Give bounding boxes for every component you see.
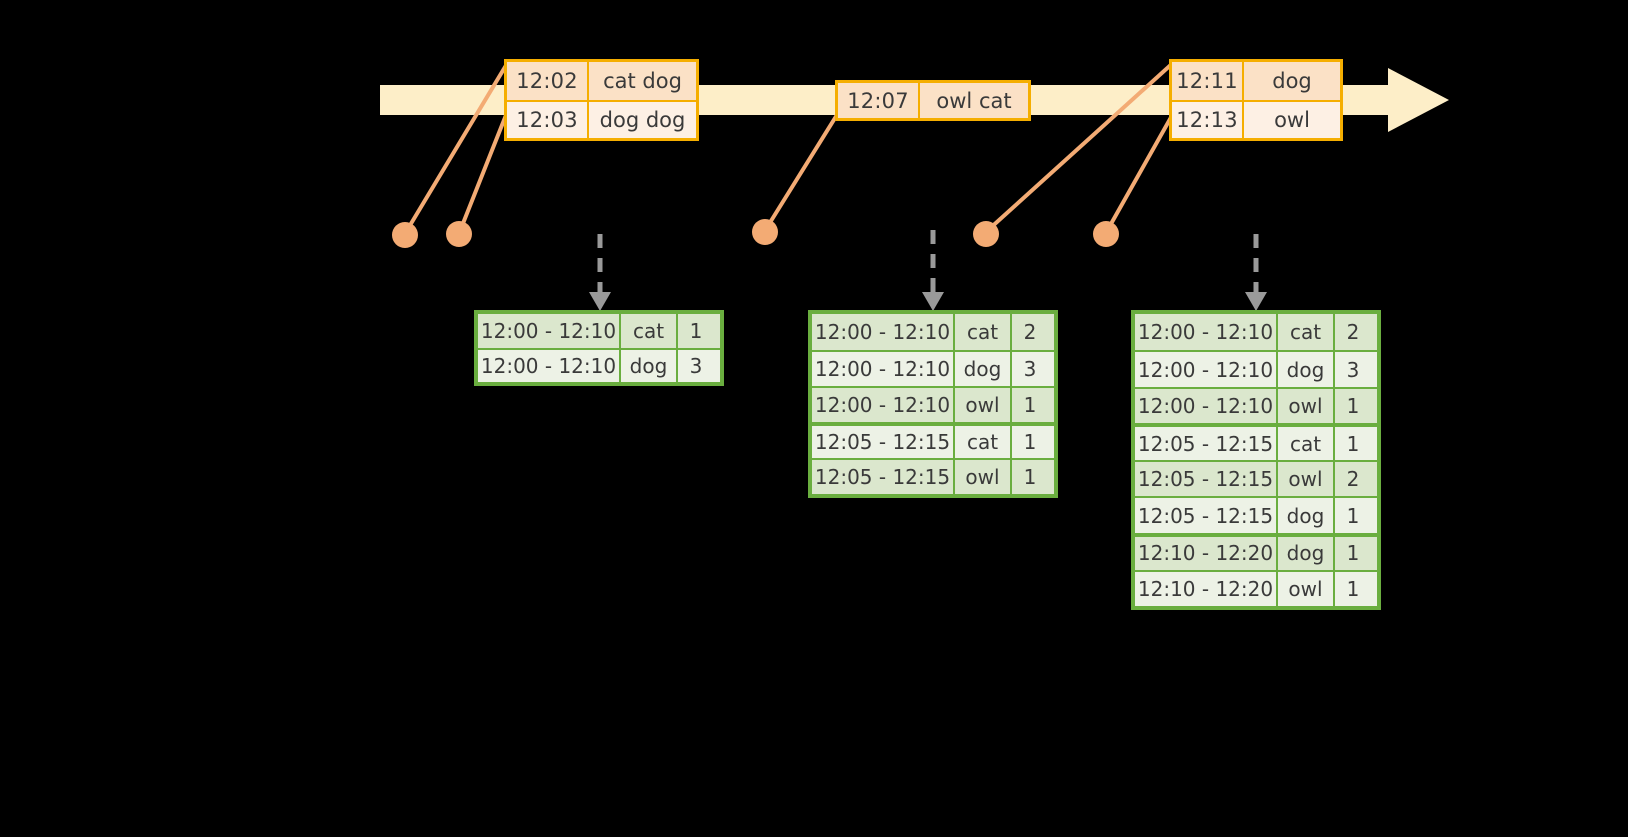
event-row[interactable]: 12:03 dog dog [507, 99, 696, 138]
table-row[interactable]: 12:05 - 12:15 cat 1 [1135, 423, 1377, 460]
window-cell: 12:05 - 12:15 [1135, 498, 1278, 533]
event-words: owl [1274, 107, 1310, 132]
count-cell: 2 [1023, 319, 1037, 344]
event-words: owl cat [936, 88, 1012, 113]
window-cell: 12:00 - 12:10 [478, 314, 621, 348]
table-row[interactable]: 12:00 - 12:10 owl 1 [812, 385, 1054, 422]
connector-line-2 [458, 108, 510, 233]
connector-dot-4 [973, 221, 999, 247]
window-cell: 12:00 - 12:10 [1135, 352, 1278, 387]
dashed-arrow-head-1 [589, 292, 611, 311]
event-time: 12:11 [1172, 62, 1244, 100]
key-cell: cat [955, 425, 1012, 458]
count-cell: 3 [1023, 356, 1037, 381]
event-row[interactable]: 12:02 cat dog [507, 62, 696, 100]
timeline-arrowhead [1388, 68, 1449, 132]
event-row[interactable]: 12:07 owl cat [838, 83, 1028, 118]
window-cell: 12:05 - 12:15 [1135, 461, 1278, 497]
window-cell: 12:05 - 12:15 [812, 425, 955, 458]
key-cell: dog [1278, 498, 1335, 533]
event-words: dog dog [599, 107, 686, 132]
event-words: dog [1272, 68, 1312, 93]
key-cell: cat [1278, 427, 1335, 460]
window-cell: 12:00 - 12:10 [812, 314, 955, 350]
table-row[interactable]: 12:00 - 12:10 cat 1 [478, 314, 720, 348]
count-cell: 1 [1346, 541, 1360, 566]
key-cell: cat [1278, 314, 1335, 351]
count-cell: 1 [689, 318, 703, 343]
connector-dot-3 [752, 219, 778, 245]
count-cell: 2 [1346, 467, 1360, 492]
key-cell: cat [621, 314, 678, 348]
table-row[interactable]: 12:05 - 12:15 dog 1 [1135, 496, 1377, 533]
count-cell: 3 [1346, 357, 1360, 382]
event-time: 12:02 [507, 62, 589, 100]
table-row[interactable]: 12:05 - 12:15 owl 1 [812, 458, 1054, 494]
connector-dot-1 [392, 222, 418, 248]
count-cell: 1 [1346, 576, 1360, 601]
event-time: 12:07 [838, 83, 920, 118]
key-cell: dog [1278, 536, 1335, 570]
event-group-2[interactable]: 12:07 owl cat [835, 80, 1031, 121]
window-cell: 12:00 - 12:10 [812, 351, 955, 386]
connector-line-3 [764, 108, 842, 231]
event-time: 12:13 [1172, 101, 1244, 138]
event-time: 12:03 [507, 101, 589, 138]
table-row[interactable]: 12:05 - 12:15 cat 1 [812, 421, 1054, 458]
table-row[interactable]: 12:00 - 12:10 dog 3 [812, 349, 1054, 386]
window-cell: 12:05 - 12:15 [812, 460, 955, 494]
table-row[interactable]: 12:10 - 12:20 owl 1 [1135, 569, 1377, 607]
result-table-2[interactable]: 12:00 - 12:10 cat 2 12:00 - 12:10 dog 3 … [808, 310, 1058, 498]
count-cell: 3 [689, 353, 703, 378]
count-cell: 2 [1346, 320, 1360, 345]
table-row[interactable]: 12:00 - 12:10 cat 2 [812, 314, 1054, 350]
count-cell: 1 [1346, 503, 1360, 528]
event-group-3[interactable]: 12:11 dog 12:13 owl [1169, 59, 1343, 141]
event-group-1[interactable]: 12:02 cat dog 12:03 dog dog [504, 59, 699, 141]
dashed-arrow-head-2 [922, 292, 944, 311]
count-cell: 1 [1346, 394, 1360, 419]
table-row[interactable]: 12:00 - 12:10 cat 2 [1135, 314, 1377, 351]
table-row[interactable]: 12:10 - 12:20 dog 1 [1135, 532, 1377, 570]
connector-dot-2 [446, 221, 472, 247]
key-cell: cat [955, 314, 1012, 350]
count-cell: 1 [1023, 465, 1037, 489]
window-cell: 12:05 - 12:15 [1135, 427, 1278, 460]
key-cell: owl [955, 387, 1012, 422]
key-cell: owl [1278, 571, 1335, 607]
table-row[interactable]: 12:00 - 12:10 owl 1 [1135, 386, 1377, 424]
key-cell: dog [955, 351, 1012, 386]
table-row[interactable]: 12:05 - 12:15 owl 2 [1135, 459, 1377, 497]
result-table-1[interactable]: 12:00 - 12:10 cat 1 12:00 - 12:10 dog 3 [474, 310, 724, 386]
key-cell: owl [955, 460, 1012, 494]
event-words: cat dog [603, 68, 682, 93]
table-row[interactable]: 12:00 - 12:10 dog 3 [1135, 350, 1377, 387]
window-cell: 12:00 - 12:10 [812, 387, 955, 422]
connector-dot-5 [1093, 221, 1119, 247]
count-cell: 1 [1023, 392, 1037, 417]
connector-line-5 [1105, 110, 1176, 233]
dashed-arrow-head-3 [1245, 292, 1267, 311]
window-cell: 12:00 - 12:10 [1135, 388, 1278, 424]
window-cell: 12:10 - 12:20 [1135, 536, 1278, 570]
key-cell: owl [1278, 388, 1335, 424]
window-cell: 12:00 - 12:10 [1135, 314, 1278, 351]
key-cell: dog [621, 349, 678, 382]
event-row[interactable]: 12:11 dog [1172, 62, 1340, 100]
count-cell: 1 [1023, 429, 1037, 454]
result-table-3[interactable]: 12:00 - 12:10 cat 2 12:00 - 12:10 dog 3 … [1131, 310, 1381, 610]
key-cell: owl [1278, 461, 1335, 497]
table-row[interactable]: 12:00 - 12:10 dog 3 [478, 347, 720, 382]
window-cell: 12:00 - 12:10 [478, 349, 621, 382]
count-cell: 1 [1346, 431, 1360, 456]
window-cell: 12:10 - 12:20 [1135, 571, 1278, 607]
key-cell: dog [1278, 352, 1335, 387]
event-row[interactable]: 12:13 owl [1172, 99, 1340, 138]
